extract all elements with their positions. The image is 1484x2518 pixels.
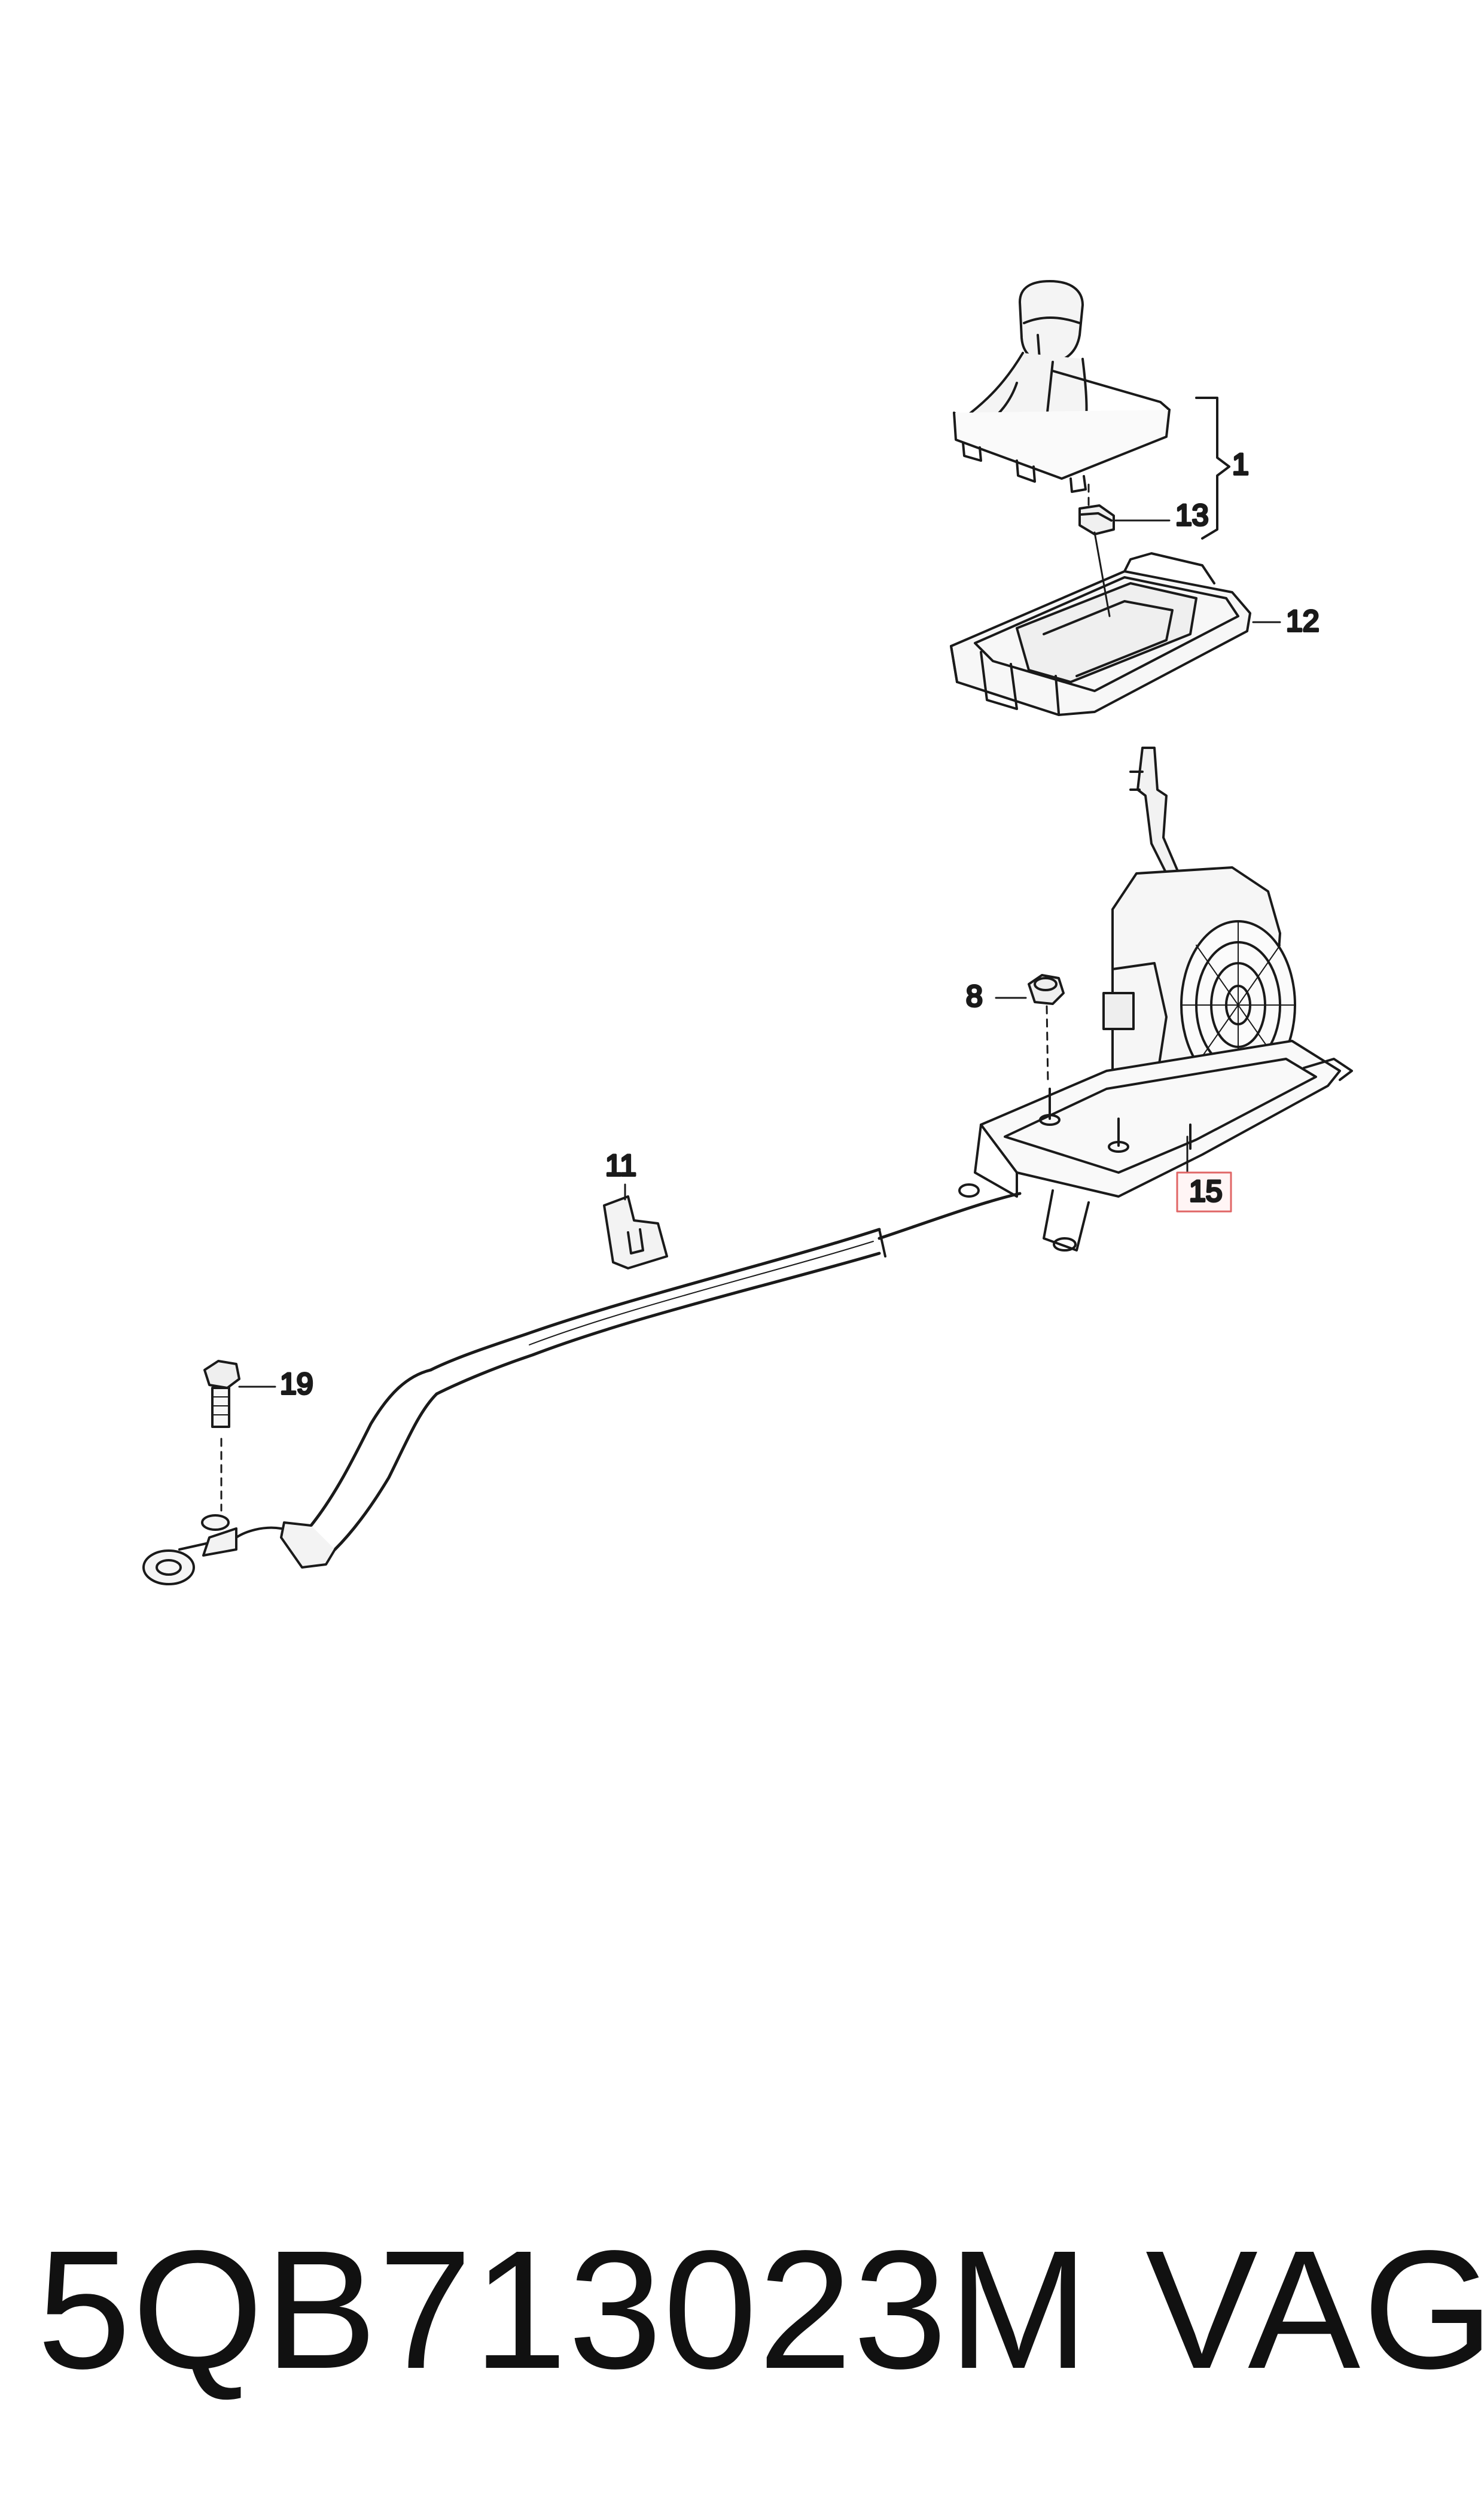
brand-label: VAG xyxy=(1145,2215,1484,2404)
nut-part-8 xyxy=(995,974,1065,1084)
callout-11: 11 xyxy=(605,1149,636,1182)
callout-15-highlight: 15 xyxy=(1176,1171,1232,1213)
selector-mechanism-part-15 xyxy=(958,747,1353,1252)
part-number-label: 5QB713023M xyxy=(37,2215,1090,2404)
callout-15: 15 xyxy=(1189,1174,1223,1208)
callout-19: 19 xyxy=(280,1367,313,1400)
clip-part-13 xyxy=(1078,483,1171,535)
bracket-group-1 xyxy=(1195,397,1230,540)
callout-8: 8 xyxy=(966,979,983,1013)
callout-13: 13 xyxy=(1175,498,1209,532)
shift-cable xyxy=(142,1192,1022,1585)
bolt-part-19 xyxy=(203,1360,276,1512)
callout-1: 1 xyxy=(1232,447,1249,481)
gear-knob-assembly xyxy=(953,280,1171,493)
console-tray-part-12 xyxy=(950,531,1281,716)
clip-part-11 xyxy=(603,1183,668,1269)
callout-12: 12 xyxy=(1286,604,1320,638)
